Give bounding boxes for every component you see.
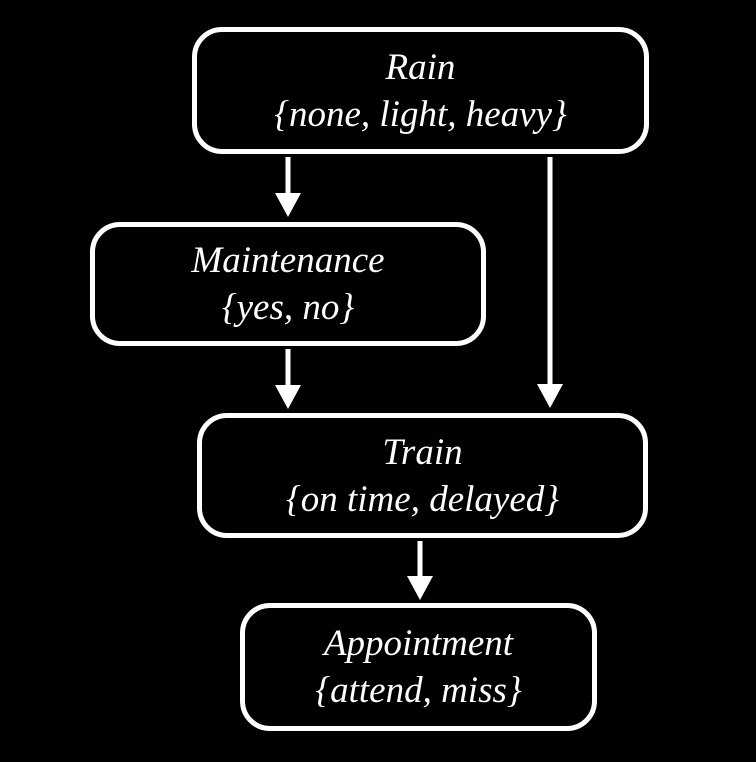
- node-maintenance[interactable]: Maintenance {yes, no}: [90, 222, 486, 346]
- edge-maintenance-to-train: [275, 349, 301, 409]
- node-appointment-values: {attend, miss}: [315, 670, 522, 711]
- node-train[interactable]: Train {on time, delayed}: [197, 413, 648, 538]
- edge-rain-to-train: [537, 157, 563, 408]
- node-rain-label: Rain: [385, 46, 456, 88]
- node-maintenance-label: Maintenance: [191, 240, 385, 281]
- node-rain-values: {none, light, heavy}: [274, 93, 567, 135]
- node-rain[interactable]: Rain {none, light, heavy}: [192, 27, 649, 154]
- node-appointment[interactable]: Appointment {attend, miss}: [240, 603, 597, 731]
- node-train-label: Train: [382, 431, 463, 473]
- node-appointment-label: Appointment: [323, 623, 514, 664]
- node-maintenance-values: {yes, no}: [221, 287, 355, 328]
- edge-rain-to-maintenance: [275, 157, 301, 217]
- edge-train-to-appointment: [407, 541, 433, 600]
- node-train-values: {on time, delayed}: [285, 478, 560, 520]
